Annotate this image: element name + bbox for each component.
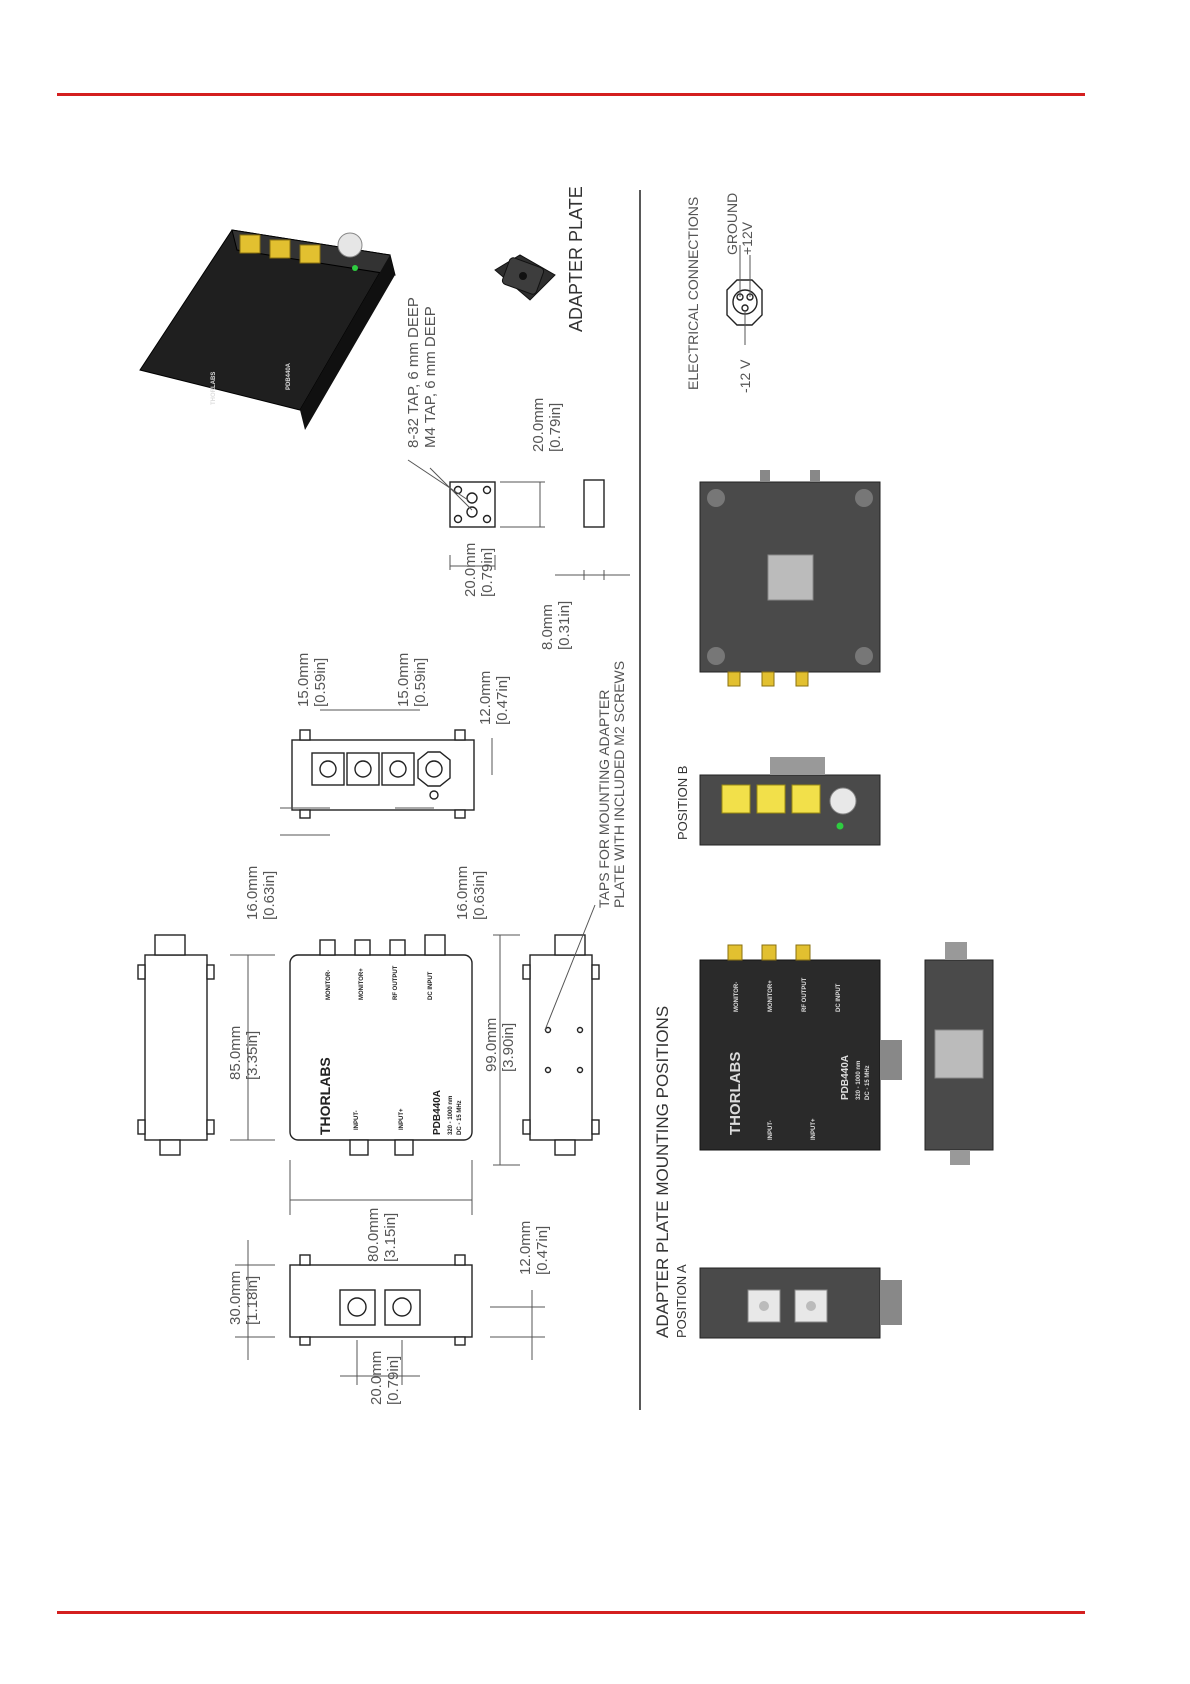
photo-rf-output: RF OUTPUT	[802, 977, 808, 1012]
iso-model-label: PDB440A	[286, 362, 292, 390]
photo-monitor-minus: MONITOR-	[734, 982, 740, 1012]
photo-input-plus: INPUT+	[811, 1118, 817, 1140]
side-view-left	[137, 934, 275, 1156]
dim-20c: 20.0mm	[462, 543, 479, 597]
dim-16a-in: [0.63in]	[261, 871, 278, 920]
photo-brand: THORLABS	[727, 1052, 744, 1135]
adapter-plate-drawing	[407, 459, 630, 580]
dim-16a: 16.0mm	[244, 866, 261, 920]
dim-12b-in: [0.47in]	[494, 676, 511, 725]
dim-12b: 12.0mm	[477, 671, 494, 725]
photo-model: PDB440A	[840, 1055, 851, 1100]
taps-label-2: PLATE WITH INCLUDED M2 SCREWS	[611, 661, 627, 908]
minus12-label: -12 V	[737, 359, 753, 393]
power-led	[352, 265, 358, 271]
dim-20b-in: [0.79in]	[547, 403, 564, 452]
dim-80: 80.0mm	[365, 1208, 382, 1262]
iso-brand-label: THORLABS	[211, 372, 217, 405]
dim-99-in: [3.90in]	[500, 1023, 517, 1072]
top-red-rule	[57, 93, 1085, 96]
side-view-photo	[924, 942, 994, 1165]
plus12-label: +12V	[739, 221, 755, 255]
dim-12a: 12.0mm	[517, 1221, 534, 1275]
dim-20a: 20.0mm	[368, 1351, 385, 1405]
dim-30: 30.0mm	[227, 1271, 244, 1325]
adapter-plate-render	[494, 254, 556, 301]
adapter-plate-label: ADAPTER PLATE	[566, 186, 586, 332]
top-view-photo: THORLABS PDB440A 320 - 1000 nm DC - 15 M…	[699, 944, 902, 1151]
taps-label-1: TAPS FOR MOUNTING ADAPTER	[596, 690, 612, 908]
top-brand: THORLABS	[317, 1057, 333, 1135]
dim-15b-in: [0.59in]	[412, 658, 429, 707]
electrical-connector-diagram	[726, 245, 763, 345]
photo-input-minus: INPUT-	[768, 1120, 774, 1140]
dim-20c-in: [0.79in]	[479, 548, 496, 597]
position-b-label: POSITION B	[675, 766, 690, 840]
tap-832-label: 8-32 TAP, 6 mm DEEP	[405, 297, 422, 448]
dim-15b: 15.0mm	[395, 653, 412, 707]
dim-12a-in: [0.47in]	[534, 1226, 551, 1275]
bottom-view-photo	[699, 470, 881, 687]
top-input-plus: INPUT+	[399, 1108, 405, 1130]
top-spec1: 320 - 1000 nm	[448, 1096, 454, 1135]
mounting-positions-label: ADAPTER PLATE MOUNTING POSITIONS	[653, 1006, 672, 1338]
top-rf-output: RF OUTPUT	[393, 965, 399, 1000]
sma-connector-2	[269, 239, 291, 259]
top-input-minus: INPUT-	[354, 1110, 360, 1130]
dim-16b: 16.0mm	[454, 866, 471, 920]
dim-16b-in: [0.63in]	[471, 871, 488, 920]
top-view: THORLABS PDB440A 320 - 1000 nm DC - 15 M…	[289, 934, 473, 1215]
electrical-label: ELECTRICAL CONNECTIONS	[685, 197, 701, 390]
top-dc-input: DC INPUT	[428, 971, 434, 1000]
dim-80-in: [3.15in]	[382, 1213, 399, 1262]
photo-spec2: DC - 15 MHz	[865, 1065, 871, 1100]
sma-connector-1	[239, 234, 261, 254]
top-monitor-minus: MONITOR-	[326, 970, 332, 1000]
dim-99: 99.0mm	[483, 1018, 500, 1072]
top-spec2: DC - 15 MHz	[457, 1100, 463, 1135]
dim-30-in: [1.18in]	[244, 1276, 261, 1325]
dim-20a-in: [0.79in]	[385, 1356, 402, 1405]
sma-connector-3	[299, 244, 321, 264]
dim-8: 8.0mm	[539, 604, 556, 650]
bottom-red-rule	[57, 1611, 1085, 1614]
tap-m4-label: M4 TAP, 6 mm DEEP	[422, 306, 439, 448]
photo-dc-input: DC INPUT	[836, 983, 842, 1012]
dim-8-in: [0.31in]	[556, 601, 573, 650]
top-monitor-plus: MONITOR+	[359, 968, 365, 1000]
ground-label: GROUND	[724, 193, 740, 255]
dim-85-in: [3.35in]	[244, 1031, 261, 1080]
dim-20b: 20.0mm	[530, 398, 547, 452]
dc-input-connector	[337, 232, 363, 258]
position-b-photo	[699, 757, 881, 846]
photo-monitor-plus: MONITOR+	[768, 980, 774, 1012]
position-a-photo	[699, 1267, 902, 1339]
photo-spec1: 320 - 1000 nm	[856, 1061, 862, 1100]
top-model: PDB440A	[432, 1090, 443, 1135]
side-view-bottom	[493, 904, 600, 1166]
connector-end-view	[280, 709, 493, 836]
dim-15a-in: [0.59in]	[312, 658, 329, 707]
position-a-label: POSITION A	[674, 1264, 689, 1338]
input-end-view	[235, 1240, 545, 1385]
dim-85: 85.0mm	[227, 1026, 244, 1080]
dim-15a: 15.0mm	[295, 653, 312, 707]
device-iso-render: THORLABS PDB440A	[139, 229, 396, 430]
